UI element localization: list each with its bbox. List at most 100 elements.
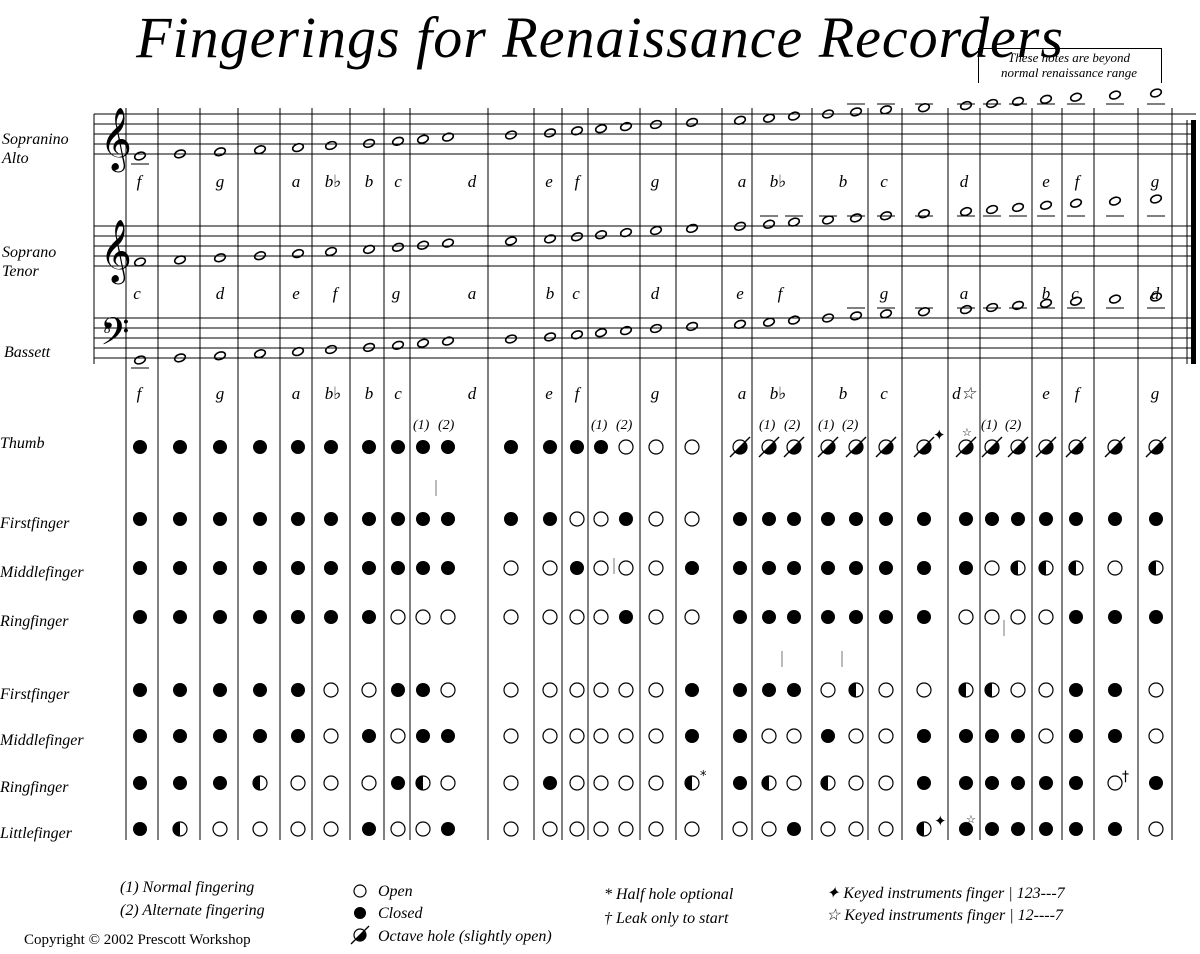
hole-closed [849, 561, 863, 575]
keyed-mark-thumb: ✦ [933, 426, 946, 444]
hole-closed [213, 776, 227, 790]
mid-note-name: c [572, 284, 580, 303]
note-head [849, 213, 863, 223]
hole-closed [619, 512, 633, 526]
note-head [685, 117, 699, 128]
octave-slash [783, 436, 805, 458]
hole-closed [133, 561, 147, 575]
hole-closed [1069, 822, 1083, 836]
legend-closed-icon [354, 907, 366, 919]
hole-open [916, 682, 932, 698]
note-head [849, 311, 863, 321]
bass-clef: 𝄢 [100, 309, 130, 363]
beyond-range-line-1: These notes are beyond [1008, 50, 1130, 65]
note-head [253, 145, 267, 155]
hole-closed [985, 512, 999, 526]
hole-half-fill [985, 683, 992, 697]
hole-closed [959, 512, 973, 526]
note-head [787, 217, 801, 227]
note-head [543, 128, 557, 138]
alternate-label: (2) [1005, 418, 1022, 433]
bot-note-name: g [1150, 384, 1160, 403]
hole-octave-fill [789, 442, 802, 455]
hole-closed [879, 610, 893, 624]
note-head [1039, 298, 1053, 308]
hole-open [440, 775, 456, 791]
note-head [649, 225, 663, 236]
hole-closed [133, 683, 147, 697]
note-head [441, 238, 455, 248]
hole-closed [619, 610, 633, 624]
label-sopranino: Sopranino [2, 131, 69, 148]
hole-half-fill [1039, 561, 1046, 575]
mid-note-name: e [292, 284, 300, 303]
hole-octave-fill [1151, 442, 1164, 455]
bot-note-name: a [291, 384, 301, 403]
hole-octave-fill [987, 442, 1000, 455]
hole-open [618, 560, 634, 576]
hole-half-fill [821, 776, 828, 790]
note-head [1039, 200, 1053, 210]
label-alto: Alto [2, 150, 29, 167]
note-head [173, 255, 187, 265]
note-head [570, 330, 584, 340]
hole-open [390, 821, 406, 837]
hole-closed [685, 683, 699, 697]
hole-octave-fill [1041, 442, 1054, 455]
hole-closed [324, 561, 338, 575]
hole-half-fill [253, 776, 260, 790]
hole-closed [441, 729, 455, 743]
hole-closed [133, 512, 147, 526]
hole-closed [324, 512, 338, 526]
hole-open [648, 511, 664, 527]
mid-note-name: a [467, 284, 477, 303]
hole-open [958, 609, 974, 625]
octave-slash [955, 436, 977, 458]
octave-slash [1065, 436, 1087, 458]
hole-open [684, 439, 700, 455]
hole-open [648, 728, 664, 744]
note-head [821, 313, 835, 323]
note-head [685, 223, 699, 234]
hole-closed [1011, 729, 1025, 743]
hole-closed [291, 729, 305, 743]
hole-closed [959, 561, 973, 575]
hole-closed [133, 822, 147, 836]
hole-open [1010, 609, 1026, 625]
hole-closed [362, 512, 376, 526]
hole-open [323, 821, 339, 837]
hole-closed [959, 776, 973, 790]
legend-open-icon [353, 884, 367, 898]
note-head [594, 230, 608, 240]
hole-closed [416, 683, 430, 697]
hole-closed [213, 683, 227, 697]
octave-slash [875, 436, 897, 458]
hole-closed [416, 729, 430, 743]
label-sopranino-alto: Sopranino Alto [2, 130, 69, 168]
hole-closed [173, 683, 187, 697]
hole-open [569, 682, 585, 698]
mid-note-name: g [391, 284, 401, 303]
hole-open [390, 728, 406, 744]
note-head [253, 251, 267, 261]
bot-note-name: f [136, 384, 142, 403]
note-head [594, 124, 608, 134]
hole-open [1107, 775, 1123, 791]
hole-closed [821, 512, 835, 526]
hole-open [684, 609, 700, 625]
hole-closed [416, 512, 430, 526]
note-head [1149, 194, 1163, 204]
hole-closed [762, 683, 776, 697]
note-head [787, 111, 801, 121]
hole-octave-fill [1071, 442, 1084, 455]
hole-closed [213, 512, 227, 526]
hole-open [415, 821, 431, 837]
treble-clef-top: 𝄞 [100, 107, 132, 173]
note-head [133, 355, 147, 365]
mid-note-name: f [332, 284, 338, 303]
beyond-range-note: These notes are beyond normal renaissanc… [978, 50, 1160, 80]
bot-note-name: b [838, 384, 848, 403]
hole-closed [133, 729, 147, 743]
note-head [133, 151, 147, 161]
